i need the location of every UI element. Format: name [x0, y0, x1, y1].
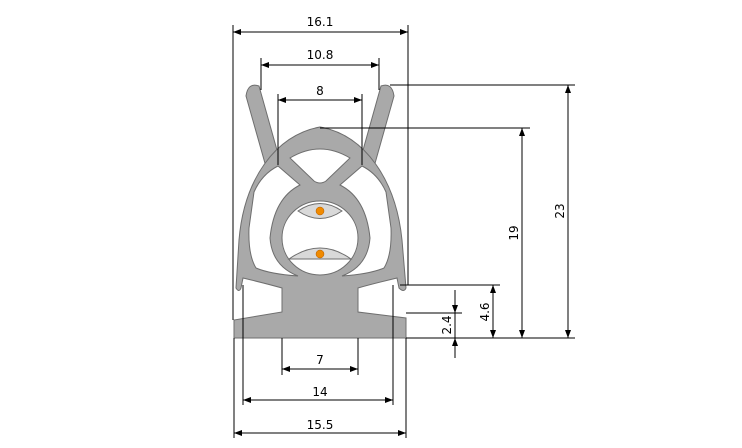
- label-10-8: 10.8: [307, 48, 334, 62]
- dimension-labels: 16.1 10.8 8 23 19 4.6 2.4 7 14 15.5: [307, 15, 567, 432]
- dimension-lines: [233, 29, 571, 436]
- marker-dot-lower: [315, 249, 325, 259]
- upper-cavity: [289, 148, 351, 184]
- left-cavity: [248, 165, 301, 277]
- marker-dot-upper: [315, 206, 325, 216]
- label-15-5: 15.5: [307, 418, 334, 432]
- label-4-6: 4.6: [478, 302, 492, 321]
- label-7: 7: [316, 353, 324, 367]
- right-cavity: [339, 165, 392, 277]
- label-23: 23: [553, 203, 567, 218]
- label-8: 8: [316, 84, 324, 98]
- extension-lines: [232, 25, 575, 438]
- label-16-1: 16.1: [307, 15, 334, 29]
- label-19: 19: [507, 225, 521, 240]
- label-2-4: 2.4: [440, 315, 454, 334]
- seal-profile: [233, 84, 407, 339]
- label-14: 14: [312, 385, 327, 399]
